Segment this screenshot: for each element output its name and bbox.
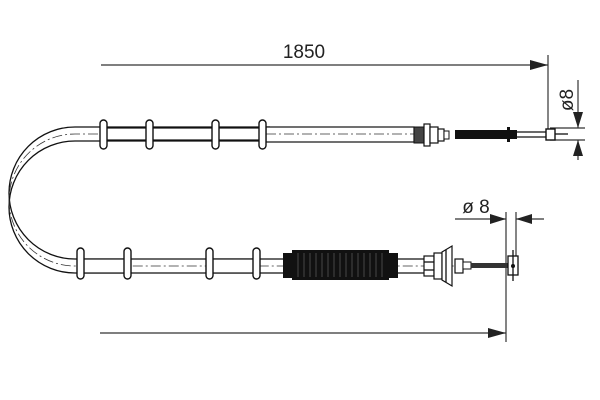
clip <box>252 247 261 280</box>
clip <box>258 119 267 150</box>
upper-end-fitting <box>413 123 568 147</box>
clip <box>99 119 108 150</box>
upper-sleeve <box>102 126 415 143</box>
cable-sheath <box>8 126 500 274</box>
upper-diameter-label: ø8 <box>557 89 578 111</box>
upper-diameter-dimension: ø8 <box>550 80 585 160</box>
clip <box>211 119 220 150</box>
upper-clips <box>99 119 267 150</box>
length-label: 1850 <box>283 42 325 63</box>
corrugated-boot <box>283 250 398 280</box>
clip <box>145 119 154 150</box>
length-dimension-top: 1850 <box>101 42 549 140</box>
lower-end-fitting <box>398 244 519 288</box>
lower-clips <box>76 247 261 280</box>
length-dimension-bottom <box>100 212 507 342</box>
clip <box>123 247 132 280</box>
lower-diameter-label: ø 8 <box>462 197 489 218</box>
clip <box>76 247 85 280</box>
lower-sleeve <box>79 258 256 274</box>
clip <box>205 247 214 280</box>
